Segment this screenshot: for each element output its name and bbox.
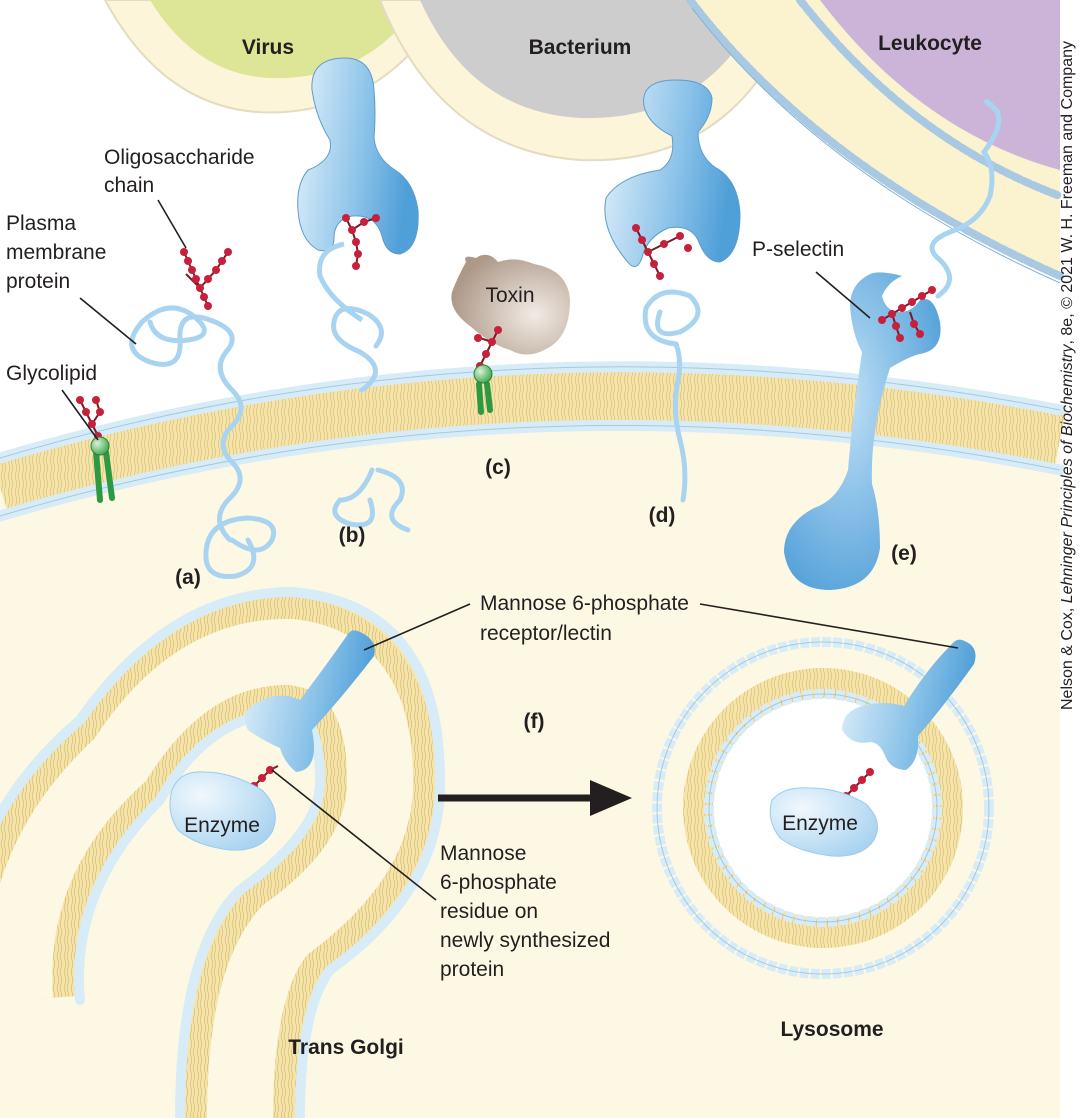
oligosaccharide-label-line1: Oligosaccharide (104, 146, 255, 169)
leader-m6p-receptor-golgi (363, 603, 471, 651)
lysosome-enzyme (769, 787, 879, 857)
m6p-residue-label-line2: 6-phosphate (440, 871, 557, 894)
leader-glycolipid (61, 389, 99, 441)
leader-oligosaccharide (157, 199, 187, 249)
m6p-residue-label-line5: protein (440, 958, 504, 981)
trans-golgi-label: Trans Golgi (288, 1036, 404, 1059)
toxin (451, 254, 570, 415)
lysosome-enzyme-label: Enzyme (782, 812, 858, 835)
m6p-receptor-label-line1: Mannose 6-phosphate (480, 592, 689, 615)
plasma-membrane-protein (129, 305, 276, 579)
plasma-protein-label-line1: Plasma (6, 212, 76, 235)
leader-m6p-residue (271, 769, 437, 901)
transport-arrow (438, 780, 632, 816)
panel-label-c: (c) (485, 456, 511, 479)
panel-label-d: (d) (649, 504, 676, 527)
m6p-residue-label-line1: Mannose (440, 842, 526, 865)
golgi-enzyme-label: Enzyme (184, 814, 260, 837)
copyright-credit: Nelson & Cox, Lehninger Principles of Bi… (1059, 41, 1076, 710)
virus-label: Virus (242, 36, 294, 59)
m6p-residue-label-line4: newly synthesized (440, 929, 610, 952)
panel-label-e: (e) (891, 542, 917, 565)
leader-plasma-membrane-protein (79, 297, 137, 345)
bacterium-label: Bacterium (529, 36, 632, 59)
plasma-protein-label-line3: protein (6, 270, 70, 293)
plasma-membrane (0, 361, 1067, 522)
plasma-protein-label-line2: membrane (6, 241, 106, 264)
leader-m6p-receptor-lysosome (699, 603, 959, 649)
m6p-residue-label-line3: residue on (440, 900, 538, 923)
m6p-receptor-label-line2: receptor/lectin (480, 622, 612, 645)
bacterial-adhesin (604, 79, 741, 503)
leukocyte-glycoprotein (929, 98, 1002, 299)
panel-label-b: (b) (339, 524, 366, 547)
toxin-label: Toxin (485, 284, 534, 307)
panel-label-a: (a) (175, 566, 201, 589)
p-selectin-label: P-selectin (752, 238, 844, 261)
virus-binding-lectin (297, 57, 419, 533)
lysosome-label: Lysosome (780, 1018, 883, 1041)
leader-p-selectin (815, 271, 871, 319)
p-selectin-protein (784, 272, 941, 590)
oligosaccharide-chain (180, 248, 232, 310)
golgi-enzyme (169, 771, 276, 851)
leukocyte-label: Leukocyte (878, 32, 982, 55)
glycolipid-label: Glycolipid (6, 362, 97, 385)
oligosaccharide-label-line2: chain (104, 174, 154, 197)
panel-label-f: (f) (524, 710, 545, 733)
glycolipid (76, 396, 115, 503)
